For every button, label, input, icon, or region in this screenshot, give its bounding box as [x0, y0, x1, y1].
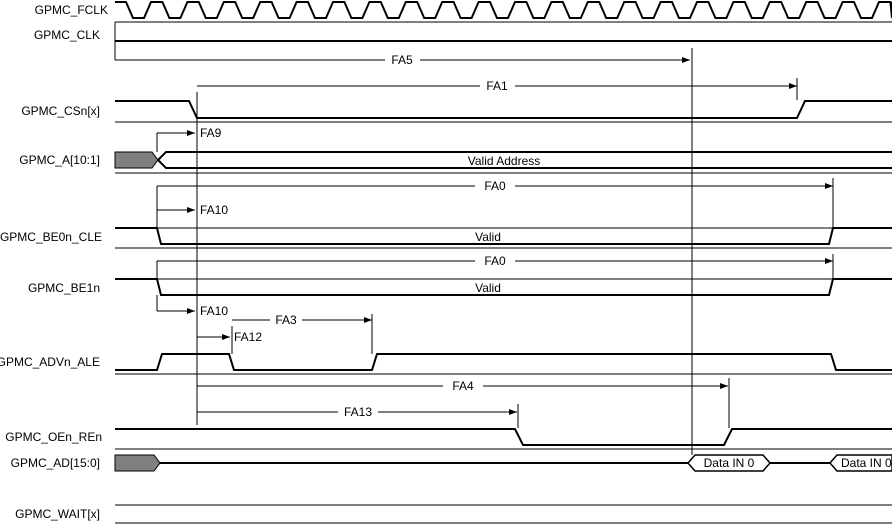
gpmc-fclk-waveform — [115, 0, 892, 19]
fa12-annotation: FA12 — [197, 326, 262, 354]
fa13-annotation: FA13 — [197, 404, 519, 428]
gpmc-be1n-value: Valid — [475, 281, 501, 295]
gpmc-ad-undefined-segment — [114, 454, 161, 472]
label-gpmc-a: GPMC_A[10:1] — [19, 153, 100, 167]
fa3-label: FA3 — [275, 313, 297, 327]
gpmc-csn-waveform — [115, 100, 892, 123]
fa13-label: FA13 — [344, 405, 372, 419]
label-gpmc-clk: GPMC_CLK — [34, 28, 100, 42]
label-gpmc-ad: GPMC_AD[15:0] — [11, 456, 100, 470]
fa10-be0-label: FA10 — [200, 203, 228, 217]
gpmc-ad-data-in-0-second — [829, 454, 892, 472]
label-gpmc-fclk: GPMC_FCLK — [35, 3, 108, 17]
fa1-label: FA1 — [486, 79, 508, 93]
label-gpmc-be0n-cle: GPMC_BE0n_CLE — [0, 230, 102, 244]
fa10-adv-annotation: FA10 — [156, 295, 228, 318]
fa5-label: FA5 — [391, 53, 413, 67]
gpmc-clk-waveform — [114, 21, 892, 60]
fa0-be0-label: FA0 — [484, 179, 506, 193]
gpmc-oen-ren-waveform — [115, 428, 892, 450]
gpmc-a-value: Valid Address — [468, 154, 541, 168]
gpmc-be0n-cle-waveform: Valid — [115, 227, 892, 249]
fa0-be0-annotation: FA0 — [157, 178, 834, 228]
fa4-label: FA4 — [452, 379, 474, 393]
fa0-be1-label: FA0 — [484, 254, 506, 268]
gpmc-be1n-waveform: Valid — [115, 278, 892, 296]
gpmc-advn-ale-waveform — [115, 353, 892, 375]
label-gpmc-advn-ale: GPMC_ADVn_ALE — [0, 355, 100, 369]
fa12-label: FA12 — [234, 330, 262, 344]
fa3-annotation: FA3 — [232, 313, 373, 354]
fa10-be0-annotation: FA10 — [156, 186, 228, 228]
fa9-annotation: FA9 — [156, 126, 222, 152]
fa0-be1-annotation: FA0 — [156, 254, 834, 279]
gpmc-ad-data-in-0-first-label: Data IN 0 — [704, 456, 755, 470]
gpmc-be0n-cle-value: Valid — [475, 230, 501, 244]
gpmc-a-undefined-segment — [114, 151, 159, 169]
label-gpmc-oen-ren: GPMC_OEn_REn — [5, 430, 102, 444]
fa10-adv-label: FA10 — [200, 304, 228, 318]
fa9-label: FA9 — [200, 126, 222, 140]
label-gpmc-csn: GPMC_CSn[x] — [21, 104, 100, 118]
fa5-annotation: FA5 — [115, 53, 690, 67]
fa1-annotation: FA1 — [197, 78, 798, 100]
label-gpmc-wait: GPMC_WAIT[x] — [15, 507, 100, 521]
gpmc-a-bus: Valid Address — [114, 151, 892, 174]
gpmc-ad-data-in-0-second-label: Data IN 0 — [841, 456, 892, 470]
gpmc-ad-bus: Data IN 0 Data IN 0 — [114, 454, 892, 472]
label-gpmc-be1n: GPMC_BE1n — [28, 281, 100, 295]
gpmc-wait-waveform — [115, 504, 892, 524]
fa4-annotation: FA4 — [197, 378, 730, 428]
